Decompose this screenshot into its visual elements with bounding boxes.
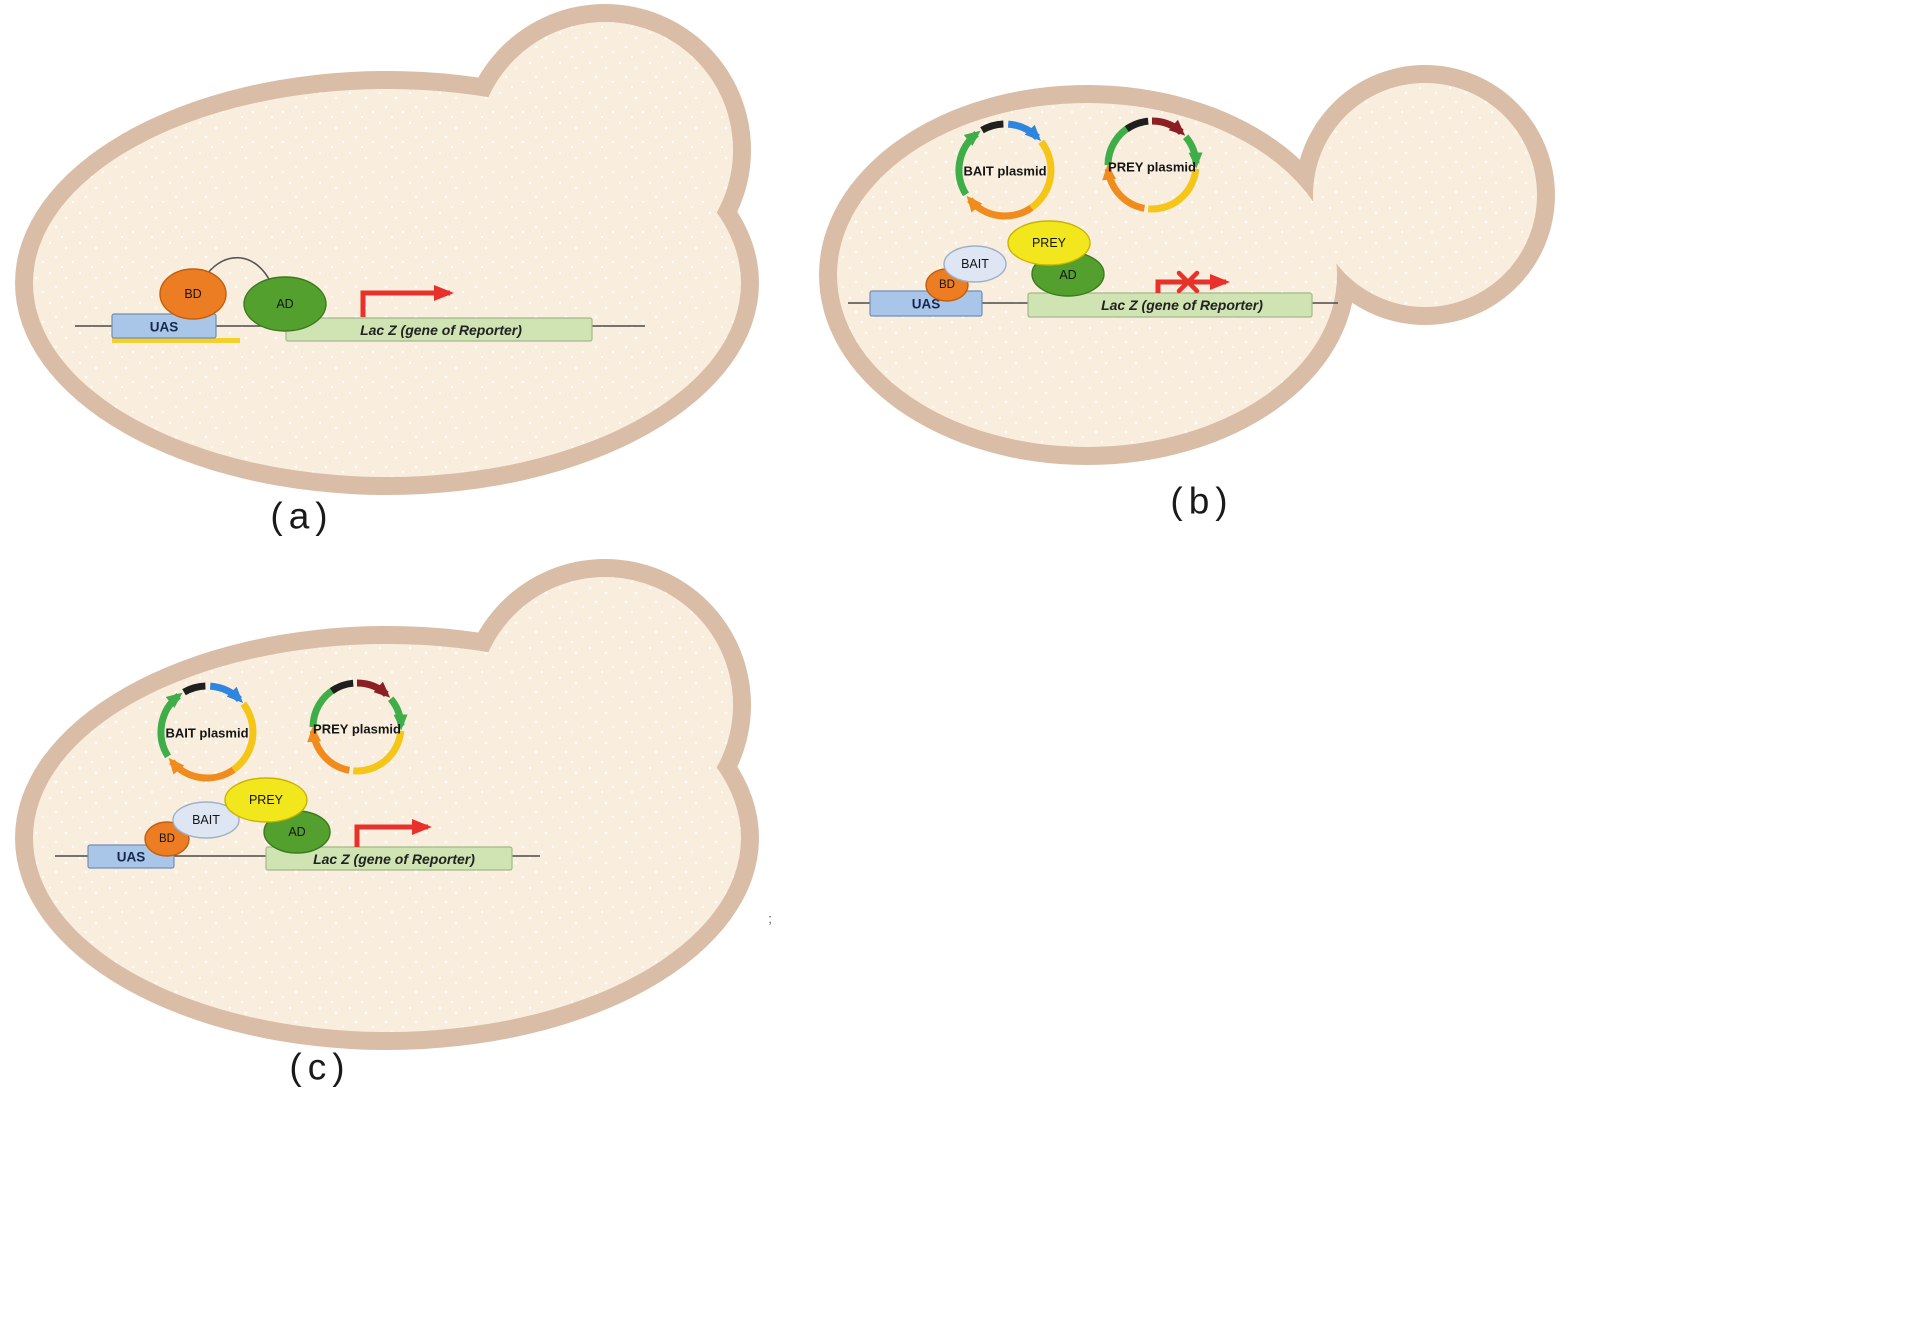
prey-plasmid: PREY plasmid	[307, 679, 408, 775]
plasmid-segment	[387, 696, 408, 731]
prey-plasmid-label: PREY plasmid	[1108, 160, 1196, 175]
transcription-arrow	[354, 819, 432, 847]
ad-domain	[243, 276, 327, 332]
plasmid-segment	[182, 682, 206, 696]
bait-plasmid-label: BAIT plasmid	[165, 726, 248, 741]
caption-b: (b)	[1170, 481, 1233, 522]
plasmid-segment	[1124, 117, 1149, 132]
bait-protein	[943, 245, 1007, 283]
bait-plasmid: BAIT plasmid	[157, 682, 257, 782]
plasmid-segment	[352, 730, 405, 775]
plasmid-segment	[157, 692, 183, 759]
transcription-arrow	[360, 285, 454, 317]
lacz-label: Lac Z (gene of Reporter)	[313, 851, 475, 867]
plasmid-segment	[307, 725, 351, 774]
caption-c: (c)	[289, 1047, 350, 1088]
plasmid-segment	[1147, 168, 1200, 213]
plasmid-segment	[980, 120, 1004, 134]
yeast-cell-c	[15, 559, 759, 1050]
ad-label: AD	[288, 825, 305, 839]
cell-body	[33, 644, 741, 1032]
bait-label: BAIT	[961, 257, 989, 271]
plasmid-segment	[966, 195, 1034, 220]
plasmid-segment	[168, 757, 236, 782]
prey-label: PREY	[249, 793, 284, 807]
lacz-gene	[1027, 292, 1313, 318]
caption-a: (a)	[270, 496, 333, 537]
prey-label: PREY	[1032, 236, 1067, 250]
cell-body	[33, 89, 741, 477]
plasmid-segment	[231, 701, 257, 773]
yeast-cell-b	[819, 65, 1555, 465]
bait-protein	[172, 801, 240, 839]
plasmid-segment	[1182, 134, 1203, 169]
plasmid-gene-arrow	[209, 682, 244, 704]
bait-plasmid-label: BAIT plasmid	[963, 164, 1046, 179]
ad-label: AD	[1059, 268, 1076, 282]
lacz-gene	[265, 846, 513, 871]
lacz-label: Lac Z (gene of Reporter)	[360, 322, 522, 338]
plasmid-segment	[1029, 139, 1055, 211]
uas-box	[111, 313, 217, 339]
stray-mark: ;	[768, 911, 772, 926]
blocked-transcription-arrow	[1155, 274, 1230, 293]
prey-protein	[1007, 220, 1091, 266]
bd-label: BD	[159, 833, 175, 845]
plasmid-gene-arrow	[1151, 117, 1186, 136]
ad-label: AD	[276, 297, 293, 311]
yeast-cell-a	[15, 4, 759, 495]
cell-bud	[1313, 83, 1537, 307]
panel-c: BAIT plasmid PREY plasmid UAS BD BAIT AD…	[15, 559, 772, 1088]
plasmid-gene-arrow	[1007, 120, 1042, 142]
bd-label: BD	[184, 287, 201, 301]
panel-b: BAIT plasmid PREY plasmid UAS BD BAIT AD…	[819, 65, 1555, 522]
prey-plasmid: PREY plasmid	[1102, 117, 1203, 213]
plasmid-gene-arrow	[356, 679, 391, 698]
uas-label: UAS	[912, 297, 941, 312]
uas-underline	[112, 338, 240, 343]
uas-label: UAS	[150, 320, 179, 335]
bait-label: BAIT	[192, 813, 220, 827]
bd-domain	[159, 268, 227, 320]
uas-label: UAS	[117, 850, 146, 865]
plasmid-segment	[309, 685, 337, 728]
panel-a: UAS BD AD Lac Z (gene of Reporter) (a)	[15, 4, 759, 537]
prey-plasmid-label: PREY plasmid	[313, 722, 401, 737]
blocked-x-mark	[1176, 270, 1200, 294]
plasmid-segment	[329, 679, 354, 694]
bait-plasmid: BAIT plasmid	[955, 120, 1055, 220]
plasmid-segment	[1104, 123, 1132, 166]
lacz-label: Lac Z (gene of Reporter)	[1101, 297, 1263, 313]
plasmid-segment	[955, 130, 981, 197]
prey-protein	[224, 777, 308, 823]
bd-label: BD	[939, 279, 955, 291]
plasmid-segment	[1102, 163, 1146, 212]
bd-ad-linker	[206, 257, 272, 284]
